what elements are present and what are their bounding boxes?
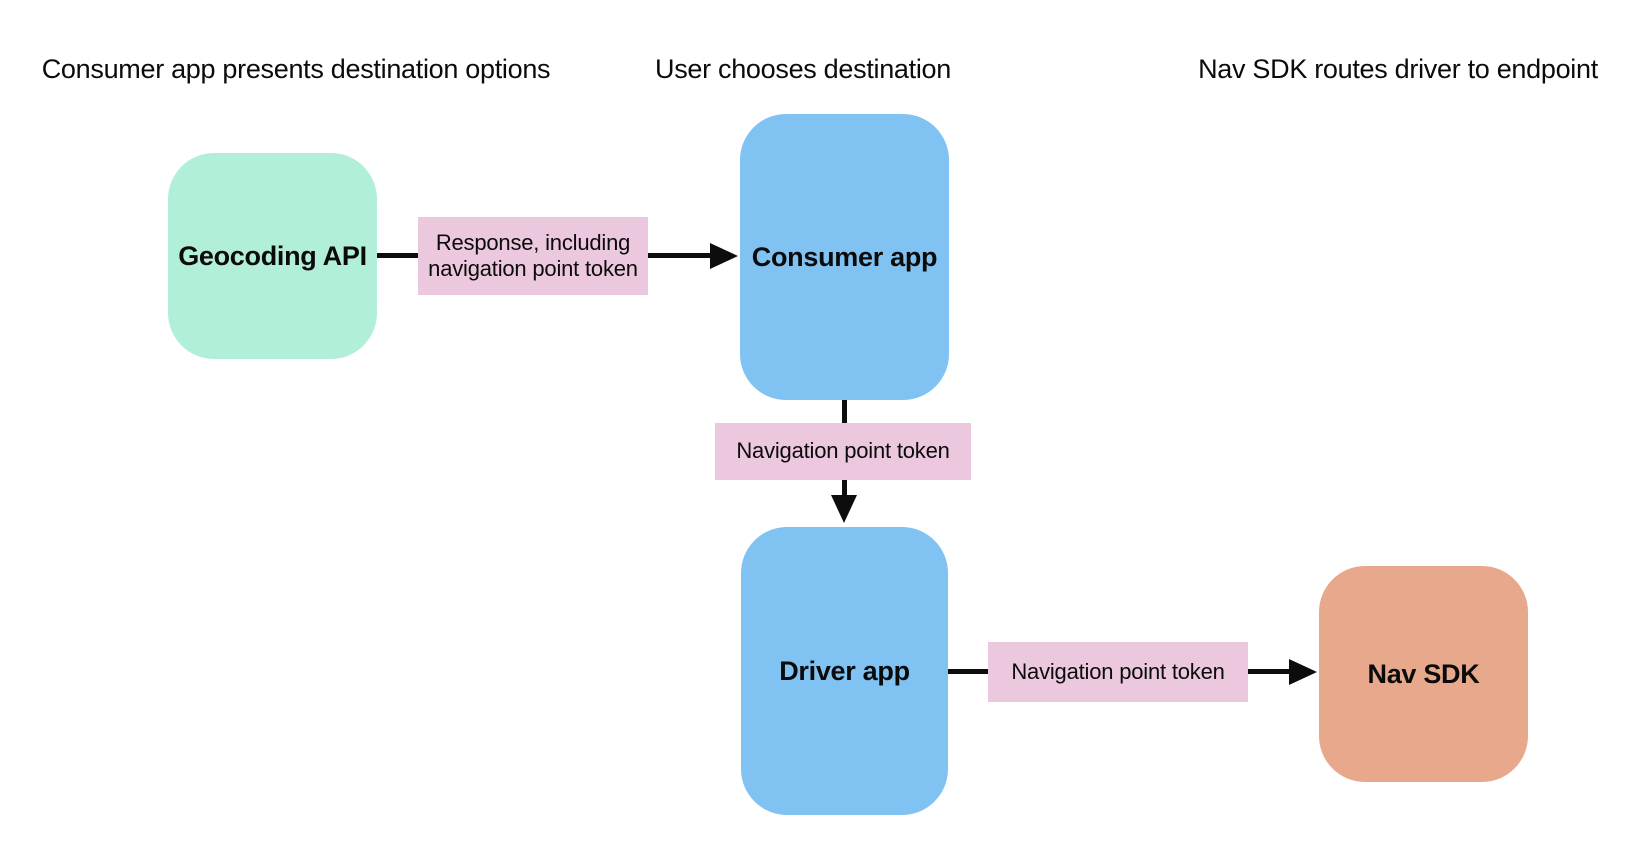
connector-label-to-consumer — [648, 253, 712, 258]
arrowhead-into-nav-sdk-icon — [1289, 659, 1317, 685]
node-driver-app-label: Driver app — [779, 655, 910, 686]
edge-label-navigation-point-token-1-text: Navigation point token — [736, 438, 950, 464]
arrowhead-into-consumer-app-icon — [710, 243, 738, 269]
connector-geocoding-to-label — [377, 253, 418, 258]
node-nav-sdk: Nav SDK — [1319, 566, 1528, 782]
edge-label-response-including-token: Response, including navigation point tok… — [418, 217, 648, 295]
edge-label-response-including-token-text: Response, including navigation point tok… — [428, 229, 638, 281]
node-geocoding-api-label: Geocoding API — [178, 240, 367, 271]
node-driver-app: Driver app — [741, 527, 948, 815]
stage-caption-user-chooses: User chooses destination — [655, 54, 951, 84]
stage-caption-presents-options: Consumer app presents destination option… — [41, 54, 551, 84]
node-consumer-app-label: Consumer app — [751, 241, 938, 272]
connector-label-to-driver — [842, 480, 847, 496]
node-nav-sdk-label: Nav SDK — [1367, 658, 1480, 689]
edge-label-navigation-point-token-2: Navigation point token — [988, 642, 1248, 702]
edge-label-navigation-point-token-1: Navigation point token — [715, 423, 971, 480]
stage-caption-nav-routes: Nav SDK routes driver to endpoint — [1198, 54, 1598, 84]
edge-label-navigation-point-token-2-text: Navigation point token — [1011, 658, 1225, 684]
connector-label-to-navsdk — [1248, 669, 1289, 674]
node-consumer-app: Consumer app — [740, 114, 949, 400]
connector-driver-to-label — [948, 669, 988, 674]
connector-consumer-to-label — [842, 400, 847, 423]
arrowhead-into-driver-app-icon — [831, 495, 857, 523]
node-geocoding-api: Geocoding API — [168, 153, 377, 359]
